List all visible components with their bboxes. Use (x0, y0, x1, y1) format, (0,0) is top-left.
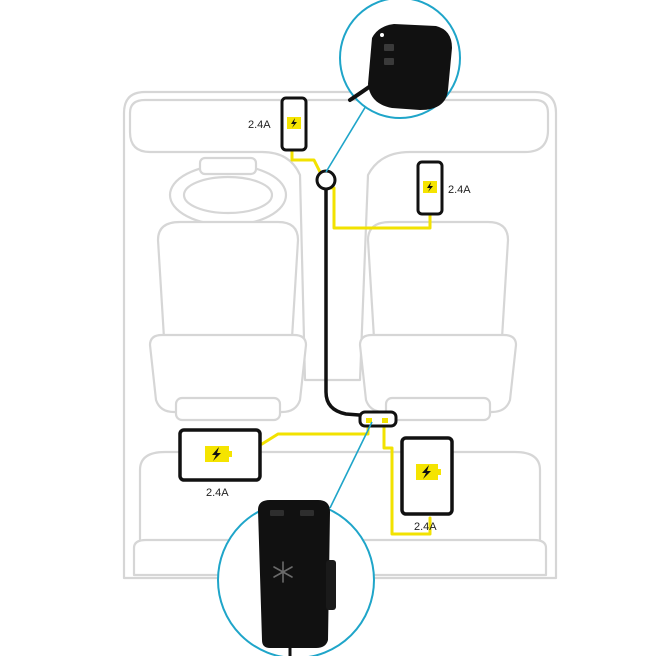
snowflake-logo-icon (273, 561, 293, 583)
lightning-bolt-icon (291, 118, 297, 128)
battery-charging-icon (212, 447, 221, 461)
driver-seat-back (156, 220, 300, 340)
rear-seat-hub-icon (258, 500, 336, 656)
battery-charging-icon (422, 465, 431, 479)
lightning-bolt-icon (427, 182, 433, 192)
tablet-rear-right (400, 436, 454, 516)
rear-hub-port-left (366, 418, 372, 423)
driver-seat-cushion (148, 333, 308, 414)
phone-front-right (416, 160, 444, 216)
passenger-seat-base (384, 396, 492, 422)
car-socket-charger-icon (348, 24, 452, 110)
rear-hub-port-right (382, 418, 388, 423)
passenger-seat-back (366, 220, 510, 340)
steering-wheel-inner (182, 175, 274, 215)
tablet-rear-left (178, 428, 262, 482)
label-front-left-phone: 2.4A (248, 119, 271, 131)
callout-pointer-front (325, 95, 373, 173)
main-black-cable (324, 182, 374, 418)
driver-seat-base (174, 396, 282, 422)
steering-column (198, 156, 258, 176)
front-socket-connector (315, 169, 337, 191)
car-interior (122, 90, 558, 580)
cable-rear-right-tablet (382, 424, 432, 536)
rear-hub-connector (358, 410, 398, 428)
callout-front-charger (325, 0, 461, 173)
label-rear-left-tablet: 2.4A (206, 487, 229, 499)
callout-rear-hub (217, 421, 375, 656)
phone-front-left (280, 96, 308, 152)
callout-pointer-rear (329, 421, 373, 509)
cable-front-left-phone (290, 148, 322, 174)
label-rear-right-tablet: 2.4A (414, 521, 437, 533)
label-front-right-phone: 2.4A (448, 184, 471, 196)
dashboard (128, 98, 550, 382)
